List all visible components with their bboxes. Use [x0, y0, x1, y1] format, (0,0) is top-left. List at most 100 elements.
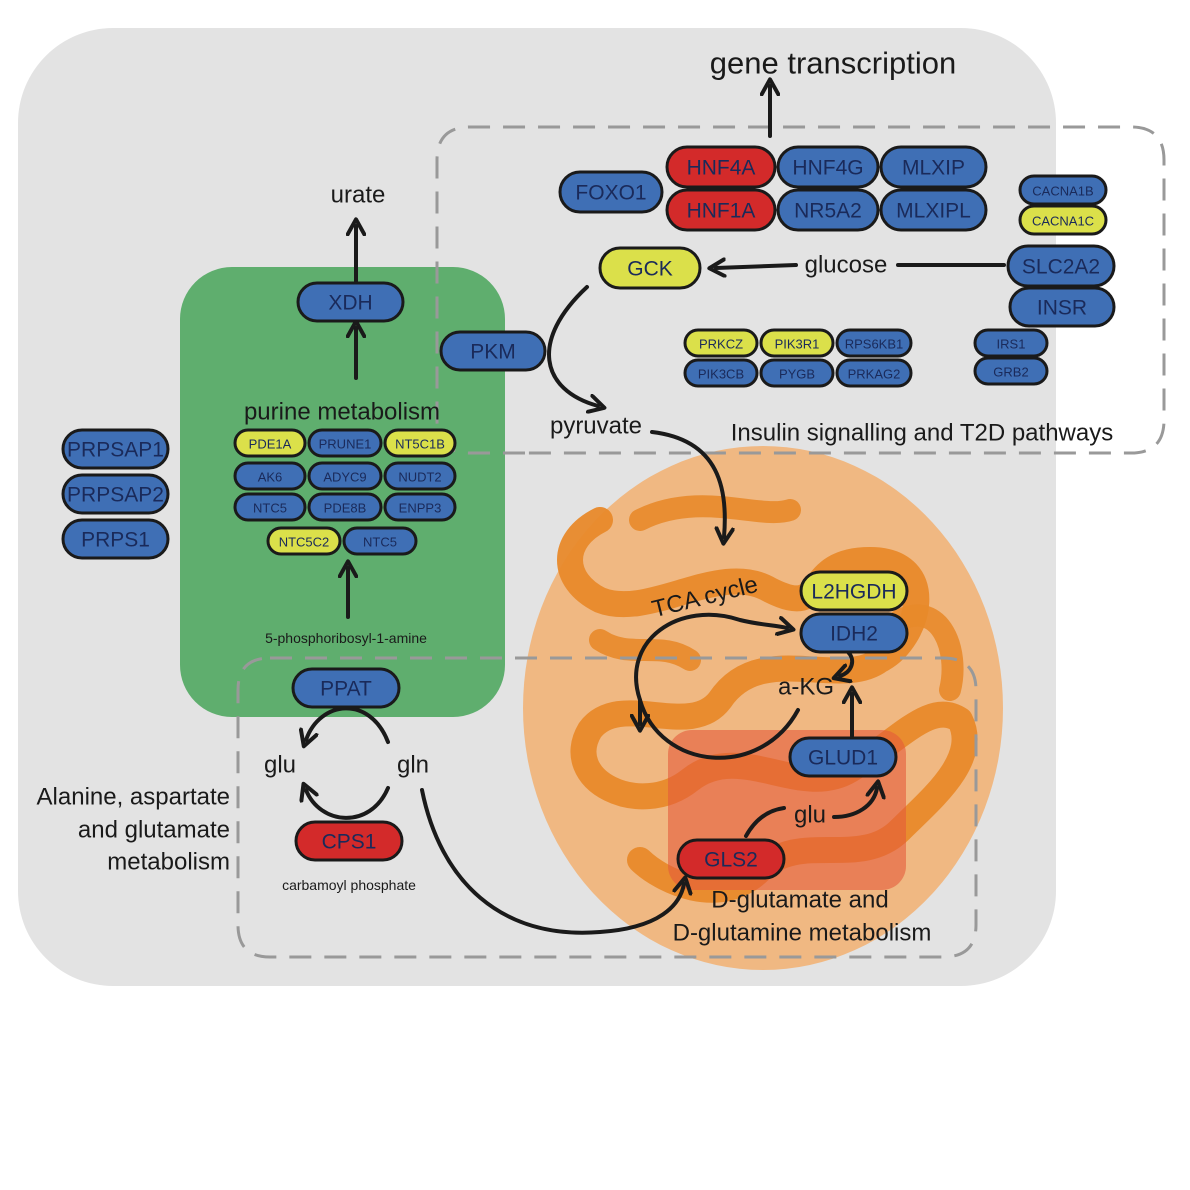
gene-label: GLUD1 [808, 747, 878, 770]
arrow-idh2-to-akg [840, 650, 855, 676]
label-alanine-line2: and glutamate [78, 817, 230, 844]
gene-label: NTC5 [363, 535, 397, 550]
gene-pill-shape [1018, 204, 1108, 236]
gene-pill-shape [307, 461, 383, 491]
arrow-gck-to-pyruvate [547, 285, 598, 406]
gene-label: XDH [328, 292, 372, 315]
gene-label: PRUNE1 [319, 437, 372, 452]
gene-pill-shape [439, 330, 547, 372]
gene-pik3cb: PIK3CB [683, 358, 759, 388]
gene-pde8b: PDE8B [307, 492, 383, 522]
gene-label: NTC5 [253, 501, 287, 516]
gene-hnf4g: HNF4G [776, 145, 880, 189]
label-purine-metabolism: purine metabolism [244, 399, 440, 426]
gene-label: PYGB [779, 367, 815, 382]
arrow-glu-to-glud1 [832, 788, 877, 819]
label-glucose: glucose [805, 252, 888, 279]
gene-pill-shape [598, 246, 702, 290]
gene-pill-shape [879, 145, 988, 189]
gene-pill-shape [665, 188, 777, 232]
gene-pill-shape [1018, 174, 1108, 206]
gene-pik3r1: PIK3R1 [759, 328, 835, 358]
gene-pill-shape [1006, 244, 1116, 288]
gene-ppat: PPAT [291, 667, 401, 709]
reaction-arrows [306, 86, 1006, 935]
label-gln: gln [397, 752, 429, 779]
arrow-gln-to-glu-bottom [306, 788, 390, 820]
gene-slc2a2: SLC2A2 [1006, 244, 1116, 288]
gene-cps1: CPS1 [294, 820, 404, 862]
gene-pill-shape [307, 428, 383, 458]
gene-label: PDE8B [324, 501, 367, 516]
gene-pill-shape [1008, 286, 1116, 328]
gene-prps1: PRPS1 [61, 518, 170, 560]
gene-enpp3: ENPP3 [383, 492, 457, 522]
gene-mlxipl: MLXIPL [879, 188, 988, 232]
gene-hnf4a: HNF4A [665, 145, 777, 189]
gene-pill-shape [759, 358, 835, 388]
label-dglutamate-line1: D-glutamate and [711, 887, 888, 914]
gene-nudt2: NUDT2 [383, 461, 457, 491]
gene-label: MLXIP [902, 157, 965, 180]
gene-pill-shape [291, 667, 401, 709]
gene-hnf1a: HNF1A [665, 188, 777, 232]
gene-pill-shape [776, 145, 880, 189]
gene-prpsap1: PRPSAP1 [61, 428, 170, 470]
label-glu-left: glu [264, 752, 296, 779]
gene-label: L2HGDH [811, 581, 896, 604]
gene-pill-shape [665, 145, 777, 189]
gene-pill-shape [683, 328, 759, 358]
gene-label: PRPSAP1 [67, 439, 164, 462]
gene-pill-shape [233, 461, 307, 491]
gene-pill-shape [676, 838, 786, 880]
gene-irs1: IRS1 [973, 328, 1049, 358]
gene-adyc9: ADYC9 [307, 461, 383, 491]
arrow-glucose-to-gck [716, 265, 798, 268]
label-alanine-line3: metabolism [107, 849, 230, 876]
gene-l2hgdh: L2HGDH [799, 570, 909, 612]
gene-label: GCK [627, 258, 673, 281]
gene-cacna1b: CACNA1B [1018, 174, 1108, 206]
gene-pill-shape [383, 461, 457, 491]
gene-cacna1c: CACNA1C [1018, 204, 1108, 236]
label-akg: a-KG [778, 674, 834, 701]
gene-label: NR5A2 [794, 200, 862, 223]
gene-label: MLXIPL [896, 200, 971, 223]
gene-pill-shape [294, 820, 404, 862]
gene-pill-shape [835, 358, 913, 388]
gene-xdh: XDH [296, 281, 405, 323]
arrow-gln-to-gls2 [420, 788, 684, 935]
gene-pill-shape [788, 736, 898, 778]
gene-insr: INSR [1008, 286, 1116, 328]
gene-foxo1: FOXO1 [558, 170, 664, 214]
gene-label: PPAT [320, 678, 372, 701]
gene-pde1a: PDE1A [233, 428, 307, 458]
gene-prpsap2: PRPSAP2 [61, 473, 170, 515]
gene-pill-shape [383, 428, 457, 458]
label-gene-transcription: gene transcription [710, 46, 956, 81]
gene-pill-shape [307, 492, 383, 522]
label-glu-right: glu [794, 802, 826, 829]
gene-label: IDH2 [830, 623, 878, 646]
alanine-pathway-outline [236, 656, 978, 959]
gene-label: HNF4A [687, 157, 756, 180]
gene-label: RPS6KB1 [845, 337, 904, 352]
gene-prune1: PRUNE1 [307, 428, 383, 458]
gene-pill-shape [799, 612, 909, 654]
gene-grb2: GRB2 [973, 356, 1049, 386]
gene-pygb: PYGB [759, 358, 835, 388]
gene-pill-shape [342, 526, 418, 556]
arrow-gls2-to-glu [744, 806, 786, 838]
gene-label: HNF4G [792, 157, 863, 180]
gene-pill-shape [879, 188, 988, 232]
gene-label: GLS2 [704, 849, 758, 872]
gene-prkag2: PRKAG2 [835, 358, 913, 388]
label-carbamoyl-phosphate: carbamoyl phosphate [282, 877, 416, 893]
gene-pill-shape [558, 170, 664, 214]
gene-pill-shape [233, 492, 307, 522]
gene-rps6kb1: RPS6KB1 [835, 328, 913, 358]
gene-ntc5-b: NTC5 [342, 526, 418, 556]
gene-label: HNF1A [687, 200, 756, 223]
